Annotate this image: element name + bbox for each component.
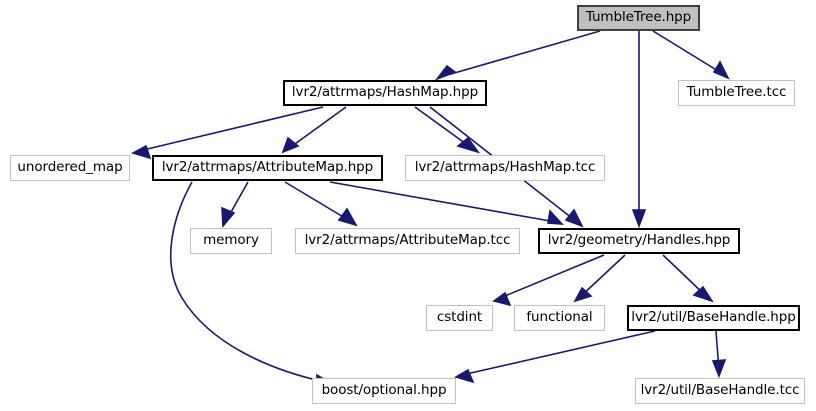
graph-node-memory[interactable]: memory	[190, 228, 272, 254]
arrowhead	[564, 208, 584, 228]
graph-node-attributemap_hpp[interactable]: lvr2/attrmaps/AttributeMap.hpp	[152, 155, 383, 181]
graph-node-label: lvr2/attrmaps/AttributeMap.tcc	[304, 232, 511, 249]
graph-node-tumbletree_tcc[interactable]: TumbleTree.tcc	[678, 80, 795, 106]
arrowhead	[631, 209, 647, 229]
graph-edge-hashmap_hpp-to-hashmap_tcc	[414, 106, 481, 154]
arrowhead	[492, 291, 512, 307]
graph-node-basehandle_tcc[interactable]: lvr2/util/BaseHandle.tcc	[635, 378, 805, 404]
graph-node-label: lvr2/geometry/Handles.hpp	[547, 232, 731, 249]
graph-edge-tumbletree_hpp-to-tumbletree_tcc	[652, 30, 730, 80]
graph-edge-hashmap_hpp-to-unordered_map	[130, 106, 324, 160]
arrowhead	[573, 286, 593, 303]
arrowhead	[456, 136, 481, 154]
arrowhead	[130, 144, 152, 160]
graph-edge-handles_hpp-to-basehandle_hpp	[662, 254, 714, 303]
graph-node-label: lvr2/util/BaseHandle.tcc	[640, 382, 800, 399]
graph-node-unordered_map[interactable]: unordered_map	[10, 155, 130, 181]
graph-edge-attributemap_hpp-to-attributemap_tcc	[284, 181, 358, 227]
graph-edge-attributemap_hpp-to-boost_optional_hpp	[170, 181, 332, 389]
arrowhead	[221, 206, 236, 229]
graph-node-label: lvr2/attrmaps/AttributeMap.hpp	[161, 159, 374, 176]
graph-edge-basehandle_hpp-to-boost_optional_hpp	[453, 330, 656, 384]
graph-edge-hashmap_hpp-to-attributemap_hpp	[281, 106, 347, 154]
graph-node-boost_optional_hpp[interactable]: boost/optional.hpp	[312, 378, 456, 404]
graph-node-attributemap_tcc[interactable]: lvr2/attrmaps/AttributeMap.tcc	[295, 228, 520, 254]
graph-node-label: memory	[203, 232, 259, 249]
graph-node-label: cstdint	[436, 309, 483, 326]
graph-node-label: boost/optional.hpp	[321, 382, 447, 399]
arrowhead	[712, 60, 730, 80]
graph-node-label: functional	[526, 309, 593, 326]
graph-node-label: lvr2/attrmaps/HashMap.tcc	[414, 159, 596, 176]
graph-edge-tumbletree_hpp-to-hashmap_hpp	[434, 30, 601, 81]
graph-node-hashmap_tcc[interactable]: lvr2/attrmaps/HashMap.tcc	[405, 155, 605, 181]
graph-node-functional[interactable]: functional	[514, 305, 605, 331]
graph-node-label: TumbleTree.tcc	[686, 84, 787, 101]
graph-node-hashmap_hpp[interactable]: lvr2/attrmaps/HashMap.hpp	[283, 80, 487, 106]
arrowhead	[453, 368, 475, 384]
graph-edge-handles_hpp-to-functional	[573, 254, 626, 303]
arrowhead	[711, 359, 727, 379]
graph-edge-attributemap_hpp-to-handles_hpp	[329, 181, 564, 225]
graph-edge-handles_hpp-to-cstdint	[492, 254, 605, 307]
graph-node-label: lvr2/attrmaps/HashMap.hpp	[291, 84, 479, 101]
arrowhead	[337, 207, 358, 227]
graph-edge-tumbletree_hpp-to-handles_hpp	[631, 31, 647, 229]
arrowhead	[692, 285, 714, 303]
arrowhead	[281, 136, 300, 154]
graph-edge-attributemap_hpp-to-memory	[221, 181, 249, 229]
graph-node-handles_hpp[interactable]: lvr2/geometry/Handles.hpp	[538, 228, 740, 254]
graph-node-label: TumbleTree.hpp	[585, 9, 692, 26]
graph-node-label: lvr2/util/BaseHandle.hpp	[631, 309, 796, 326]
graph-node-cstdint[interactable]: cstdint	[426, 305, 493, 331]
graph-node-basehandle_hpp[interactable]: lvr2/util/BaseHandle.hpp	[627, 305, 800, 331]
arrowhead	[547, 209, 564, 225]
graph-node-tumbletree_hpp[interactable]: TumbleTree.hpp	[577, 5, 700, 31]
arrowhead	[434, 64, 457, 81]
graph-node-label: unordered_map	[17, 159, 123, 176]
graph-edge-basehandle_hpp-to-basehandle_tcc	[711, 330, 727, 379]
